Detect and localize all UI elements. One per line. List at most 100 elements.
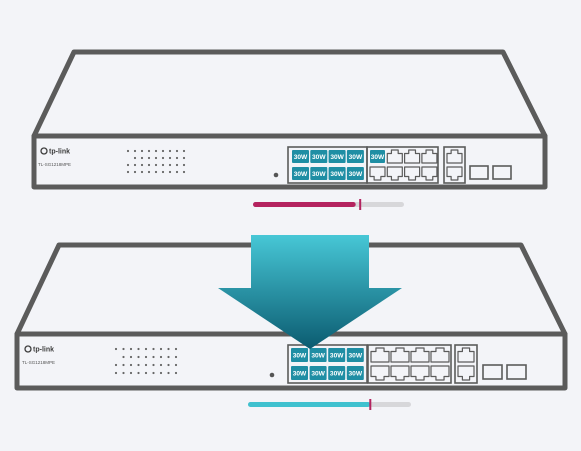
brand-logo: tp-link [40, 147, 70, 156]
ethernet-port [369, 166, 386, 181]
poe-port: 30W [328, 366, 346, 380]
vent-dot [133, 156, 137, 160]
vent-dot [137, 371, 140, 375]
vent-dot [140, 170, 144, 174]
poe-label: 30W [312, 171, 326, 178]
poe-label: 30W [371, 154, 385, 161]
vent-dot [144, 347, 148, 351]
uplink-port-group [443, 146, 466, 184]
poe-port: 30W [328, 167, 346, 180]
sfp-slot [469, 165, 489, 180]
poe-port: 30W [292, 150, 309, 163]
vent-dot [175, 149, 179, 153]
vent-dot [133, 163, 137, 167]
vent-dot [161, 156, 165, 160]
poe-port: 30W [291, 348, 308, 362]
vent-dot [168, 156, 172, 160]
vent-dot [122, 355, 125, 359]
down-arrow-icon [218, 235, 402, 349]
ethernet-port [390, 347, 410, 363]
vent-dot [167, 371, 170, 375]
vent-dot [161, 170, 165, 174]
vent-dot [144, 355, 148, 359]
poe-port: 30W [310, 150, 328, 163]
ethernet-port [457, 347, 475, 363]
vent-dot [122, 371, 125, 375]
vent-dot [133, 149, 137, 153]
switch-top-lid [31, 49, 548, 139]
power-led-icon [273, 172, 279, 178]
poe-label: 30W [293, 370, 307, 377]
ethernet-port [421, 149, 438, 164]
vent-dot [167, 363, 170, 367]
vent-dot [129, 371, 133, 375]
vent-dot [154, 163, 158, 167]
vent-dot [182, 170, 186, 174]
poe-label: 30W [311, 370, 325, 377]
vent-dot [144, 371, 148, 375]
power-led-icon [269, 372, 275, 378]
poe-port: 30W [346, 150, 364, 163]
ethernet-port [457, 365, 475, 381]
sfp-slot [482, 364, 503, 380]
vent-dot [129, 363, 133, 367]
power-bar-top [253, 199, 404, 210]
vent-dot [147, 170, 151, 174]
vent-dot [174, 355, 178, 359]
ethernet-port [446, 149, 463, 164]
poe-label: 30W [349, 370, 363, 377]
poe-port: 30W [309, 348, 327, 362]
tplink-logo-icon [24, 345, 32, 353]
vent-dot [152, 355, 155, 359]
ethernet-port [386, 149, 403, 164]
brand-logo: tp-link [24, 345, 54, 354]
poe-port: 30W [328, 150, 346, 163]
vent-dot [129, 355, 133, 359]
vent-dot [147, 156, 151, 160]
poe-label: 30W [349, 171, 363, 178]
vent-dot [159, 371, 163, 375]
poe-label: 30W [312, 154, 326, 161]
power-bar-fill [253, 202, 356, 207]
port-group-2 [367, 344, 452, 384]
vent-dot [147, 163, 151, 167]
ethernet-port [430, 365, 450, 381]
brand-name: tp-link [49, 149, 70, 156]
poe-label: 30W [311, 352, 325, 359]
poe-port: 30W [328, 348, 346, 362]
vent-dot [147, 149, 151, 153]
vent-dot [168, 163, 172, 167]
vent-dot [168, 170, 172, 174]
vent-dot [137, 355, 140, 359]
vent-dot [174, 371, 178, 375]
poe-label: 30W [294, 154, 308, 161]
brand-name: tp-link [33, 347, 54, 354]
power-bar-bottom [248, 399, 411, 410]
poe-port: 30W [346, 167, 364, 180]
tplink-logo-icon [40, 147, 48, 155]
poe-port: 30W [291, 366, 308, 380]
vent-dot [140, 149, 144, 153]
sfp-slot [506, 364, 527, 380]
ethernet-port [404, 166, 421, 181]
vent-dot [129, 347, 133, 351]
vent-dot [152, 347, 155, 351]
uplink-ports [457, 347, 475, 381]
vent-dot [137, 347, 140, 351]
vent-dot [140, 156, 144, 160]
vent-dot [167, 355, 170, 359]
vent-dot [174, 347, 178, 351]
vent-dot [182, 149, 186, 153]
vent-dot [159, 355, 163, 359]
vent-dot [152, 363, 155, 367]
poe-label: 30W [349, 352, 363, 359]
ethernet-port [421, 166, 438, 181]
vent-dot [154, 170, 158, 174]
uplink-port-group [454, 344, 478, 384]
poe-port: 30W [309, 366, 327, 380]
vent-dot [126, 149, 130, 153]
